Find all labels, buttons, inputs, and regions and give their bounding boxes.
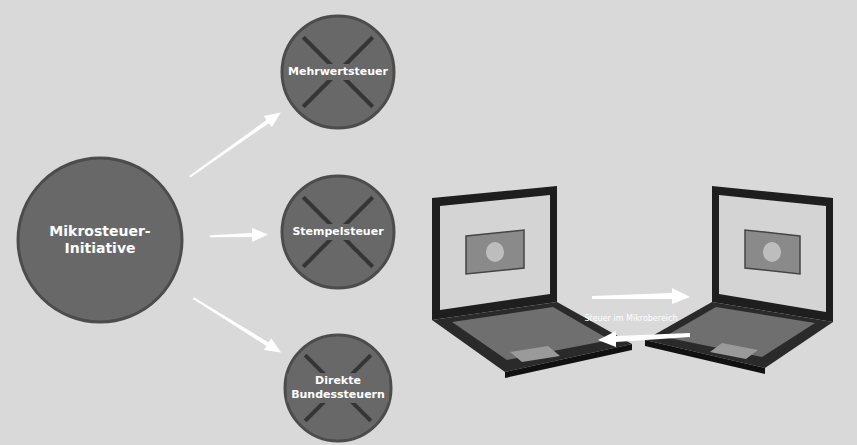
arrow-label: Steuer im Mikrobereich xyxy=(582,314,679,323)
abolished-tax-circle: Mehrwertsteuer xyxy=(280,14,396,130)
laptop-right xyxy=(645,186,833,374)
abolished-tax-circle: Stempelsteuer xyxy=(280,174,396,290)
node-text: Stempelsteuer xyxy=(289,224,386,240)
abolished-tax-circle: Direkte Bundessteuern xyxy=(283,333,393,443)
node-text: Mehrwertsteuer xyxy=(285,64,391,80)
arrow-connector xyxy=(210,228,268,242)
node-text: Direkte Bundessteuern xyxy=(287,373,389,403)
laptop-left xyxy=(432,186,632,378)
node-text: Mikrosteuer-Initiative xyxy=(35,223,165,258)
arrow-connector xyxy=(193,297,281,352)
initiative-circle: Mikrosteuer-Initiative xyxy=(16,156,184,324)
arrow-connector xyxy=(189,112,280,177)
